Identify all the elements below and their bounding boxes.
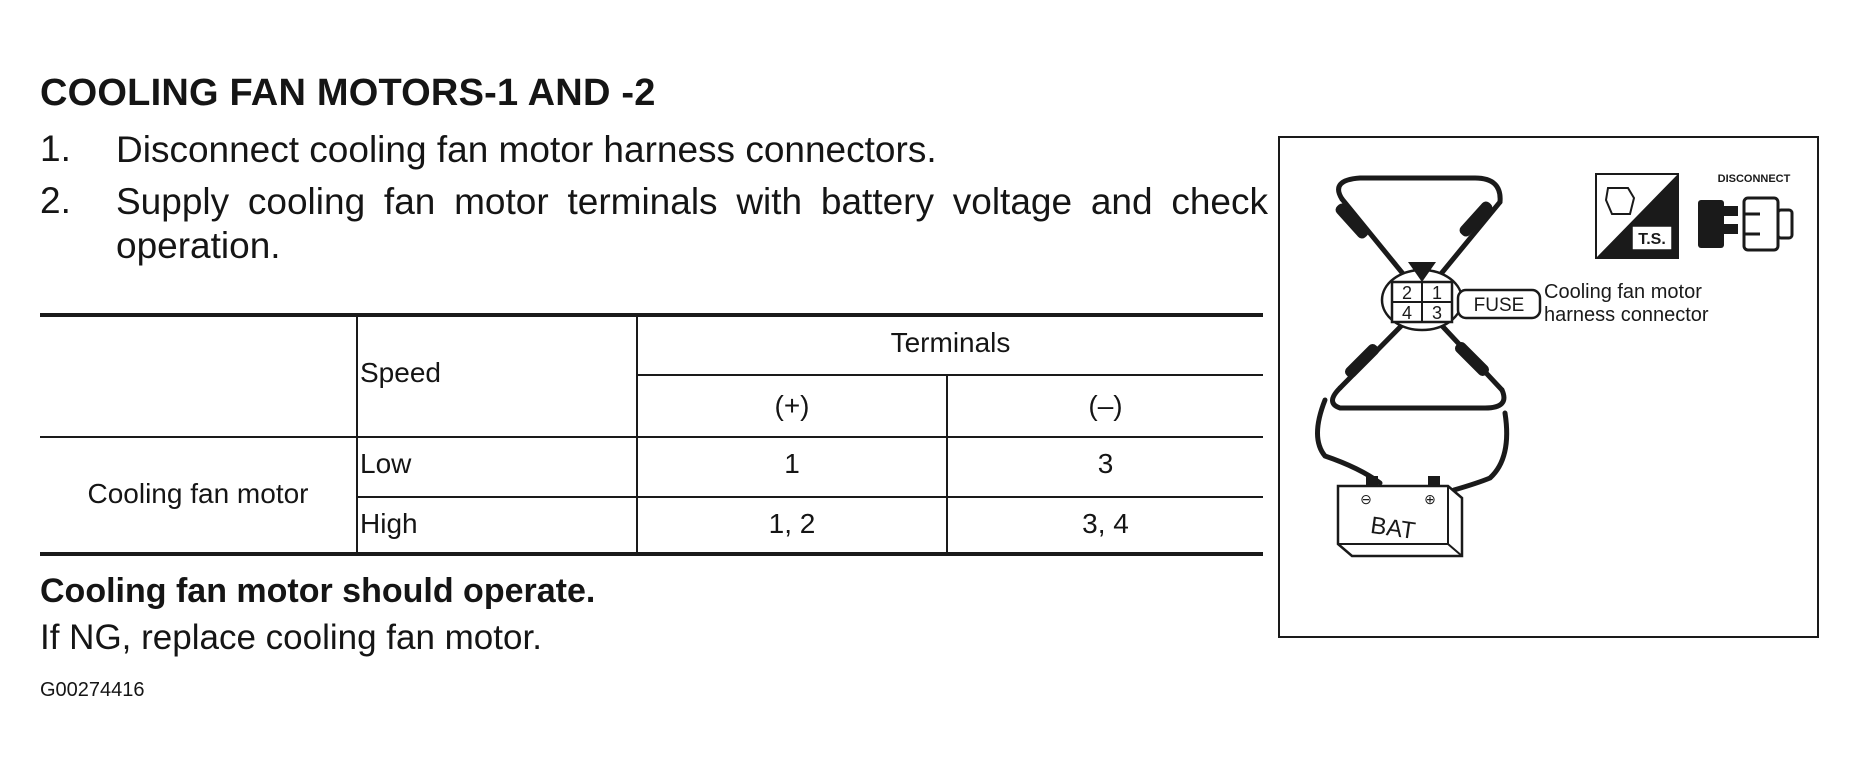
table-divider (946, 374, 948, 556)
wiring-diagram-graphic: 2 1 4 3 FUSE Cooling fan motor harness c… (1315, 173, 1794, 558)
fuse-icon: FUSE (1456, 288, 1542, 320)
cell-minus: 3 (1097, 448, 1114, 479)
wire (1336, 175, 1503, 205)
expected-result: Cooling fan motor should operate. (40, 572, 596, 610)
svg-text:⊕: ⊕ (1424, 491, 1436, 507)
pin-label: 1 (1432, 283, 1442, 303)
fuse-label: FUSE (1474, 295, 1525, 316)
header-speed: Speed (360, 357, 441, 388)
step-text: Supply cooling fan motor terminals with … (116, 181, 1268, 266)
icon-ts-label: T.S. (1638, 231, 1666, 248)
table-divider (637, 374, 1263, 376)
harness-connector-icon: 2 1 4 3 (1380, 262, 1464, 332)
ng-note: If NG, replace cooling fan motor. (40, 618, 542, 657)
table-divider (356, 313, 358, 556)
cell-speed: Low (360, 448, 412, 479)
icon-disconnect-label: DISCONNECT (1718, 173, 1791, 185)
step-number: 2. (40, 180, 71, 221)
wire (1339, 196, 1416, 289)
test-symbol-icon: T.S. (1595, 173, 1679, 259)
disconnect-icon: DISCONNECT (1698, 173, 1794, 252)
battery-label: BAT (1369, 512, 1418, 545)
figure-code: G00274416 (40, 679, 145, 701)
wire (1428, 199, 1503, 289)
probe-plugs (1335, 201, 1493, 379)
wiring-diagram: 2 1 4 3 FUSE Cooling fan motor harness c… (1278, 136, 1819, 638)
wire (1330, 385, 1507, 411)
page-title: COOLING FAN MOTORS-1 AND -2 (40, 72, 656, 114)
table-divider (40, 436, 1263, 438)
battery-icon: ⊖ ⊕ BAT (1336, 476, 1464, 558)
table-divider (357, 496, 1263, 498)
wire (1451, 410, 1510, 493)
header-minus: (–) (1088, 390, 1123, 421)
table-bottom-rule (40, 552, 1263, 556)
row-label: Cooling fan motor (87, 478, 309, 509)
svg-text:⊖: ⊖ (1360, 491, 1372, 507)
cell-plus: 1, 2 (768, 508, 816, 539)
step-number: 1. (40, 128, 71, 169)
connector-label-line-1: Cooling fan motor (1544, 281, 1702, 303)
cell-speed: High (360, 508, 418, 539)
header-plus: (+) (774, 390, 810, 421)
header-terminals: Terminals (890, 327, 1011, 358)
step-text: Disconnect cooling fan motor harness con… (116, 129, 937, 170)
connector-label-line-2: harness connector (1544, 304, 1709, 326)
pin-label: 4 (1402, 303, 1412, 323)
table-top-rule (40, 313, 1263, 317)
cell-minus: 3, 4 (1082, 508, 1129, 539)
pin-label: 2 (1402, 283, 1412, 303)
cell-plus: 1 (784, 448, 800, 479)
pin-label: 3 (1432, 303, 1442, 323)
terminal-table: Speed Terminals (+) (–) Cooling fan moto… (40, 313, 1263, 556)
wire (1315, 397, 1383, 486)
table-divider (636, 313, 638, 556)
